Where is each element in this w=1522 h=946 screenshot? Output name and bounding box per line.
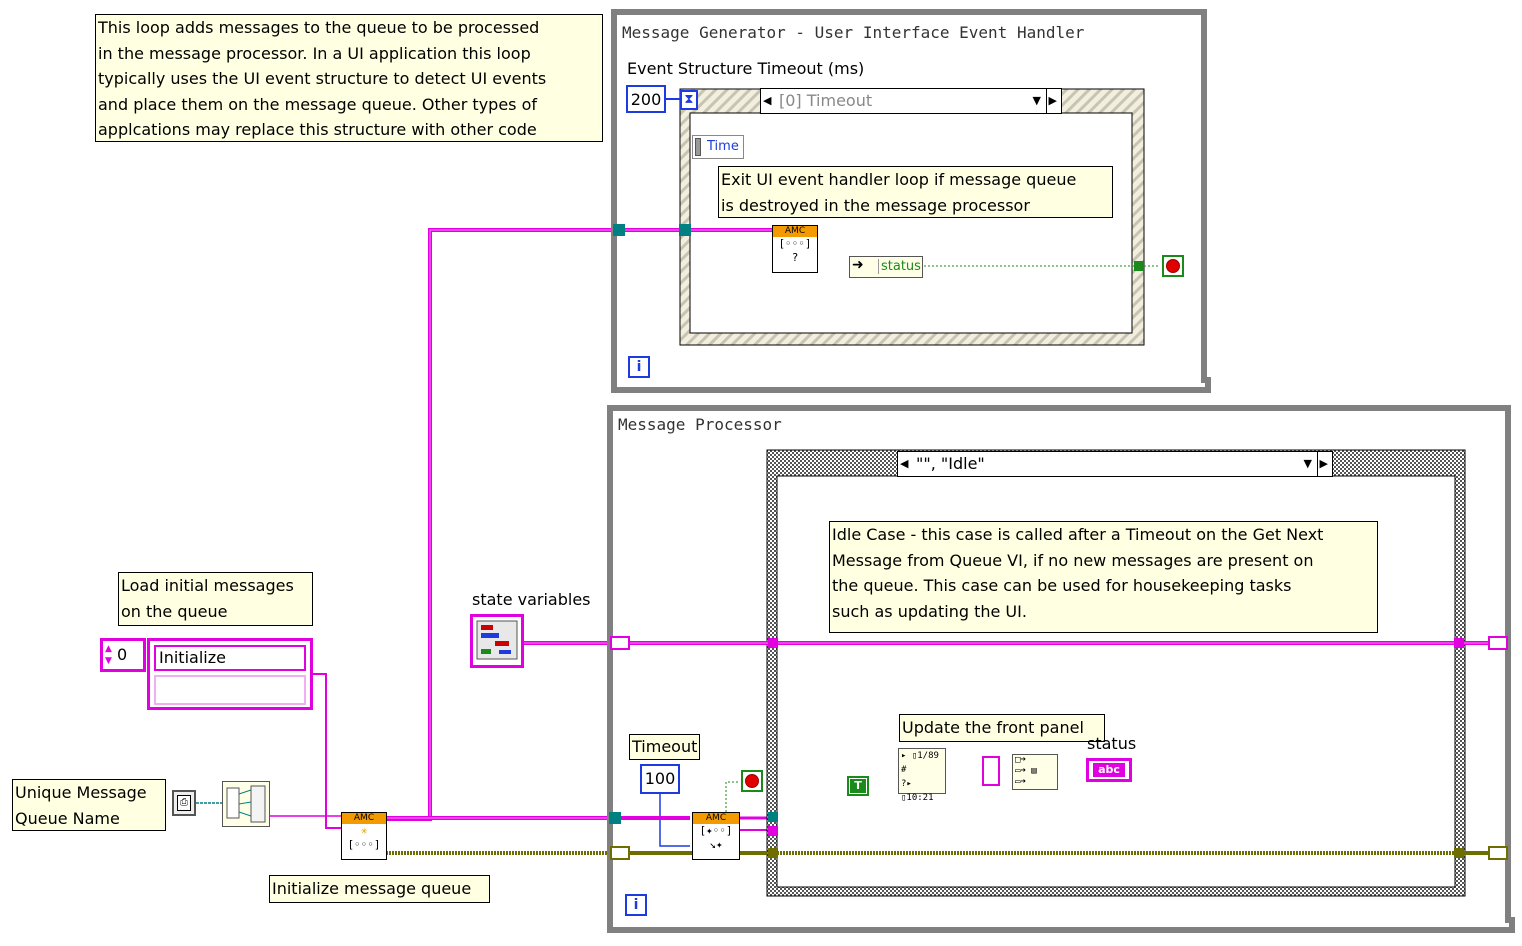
state-shift-register-right[interactable] <box>1488 636 1508 650</box>
case-selector[interactable]: ◀ "", "Idle" ▼ ▶ <box>897 451 1333 477</box>
time-node-label: Time <box>707 139 739 154</box>
generator-stop-terminal[interactable] <box>1162 255 1184 277</box>
concat-icon: □➜▭➜ ▤▭➜ <box>1015 755 1037 787</box>
decrement-arrow-icon[interactable]: ◀ <box>900 457 909 470</box>
processor-iteration-terminal: i <box>625 894 647 916</box>
init-queue-subvi[interactable]: AMC ✳[◦◦◦] <box>341 812 387 860</box>
initial-messages-array[interactable]: ▲▼ 0 Initialize <box>100 638 314 712</box>
vi-path-constant[interactable]: ⎙ <box>172 790 196 816</box>
hourglass-icon: ⧗ <box>680 90 698 110</box>
array-index-control[interactable]: ▲▼ 0 <box>100 638 146 672</box>
tunnel <box>768 812 778 822</box>
array-index-value: 0 <box>117 645 128 664</box>
unbundle-arrow-icon: ➜ <box>852 257 864 273</box>
event-timeout-label: Event Structure Timeout (ms) <box>627 59 865 78</box>
state-variables-cluster-constant[interactable] <box>470 614 524 668</box>
array-element-frame: Initialize <box>147 638 313 710</box>
queue-status-icon: [◦◦◦]? <box>778 237 812 264</box>
status-indicator-label: status <box>1087 734 1137 753</box>
dropdown-arrow-icon[interactable]: ▼ <box>1303 457 1312 470</box>
timeout-wire <box>664 98 682 100</box>
init-queue-note: Initialize message queue <box>269 875 490 903</box>
subvi-header: AMC <box>773 226 817 237</box>
select-node[interactable] <box>982 756 1000 786</box>
time-field-icon: ?▸ ▯10:21 <box>901 779 934 803</box>
event-case-label: [0] Timeout <box>779 91 873 110</box>
state-variables-label: state variables <box>472 590 591 609</box>
case-selector-label: "", "Idle" <box>916 454 985 473</box>
time-event-node[interactable]: Time <box>692 135 744 159</box>
true-constant-label: T <box>850 779 866 793</box>
queue-status-subvi[interactable]: AMC [◦◦◦]? <box>772 225 818 273</box>
tunnel <box>679 224 691 236</box>
init-queue-icon: ✳[◦◦◦] <box>347 824 381 851</box>
array-element-1[interactable] <box>154 675 306 705</box>
dropdown-arrow-icon[interactable]: ▼ <box>1032 94 1041 107</box>
tunnel <box>613 224 625 236</box>
number-field-icon: # <box>901 765 907 775</box>
increment-arrow-icon[interactable]: ▶ <box>1316 452 1328 476</box>
timestamp-format-node[interactable]: ▸ ▯1/89 # ?▸ ▯10:21 <box>898 748 946 803</box>
load-initial-messages-note: Load initial messages on the queue <box>118 572 313 626</box>
tunnel <box>1454 638 1464 648</box>
exit-description-note: Exit UI event handler loop if message qu… <box>718 166 1113 218</box>
tunnel <box>1454 848 1464 858</box>
error-shift-register-left[interactable] <box>610 846 630 860</box>
tunnel <box>1134 261 1144 271</box>
state-shift-register-left[interactable] <box>610 636 630 650</box>
tunnel <box>768 848 778 858</box>
subvi-header: AMC <box>342 813 386 824</box>
get-next-message-subvi[interactable]: AMC [✦◦◦]↘✦ <box>692 812 740 860</box>
subvi-header: AMC <box>693 813 739 824</box>
array-element-0[interactable]: Initialize <box>154 645 306 671</box>
unique-queue-name-note: Unique Message Queue Name <box>12 779 166 831</box>
generator-iteration-terminal: i <box>628 356 650 378</box>
generator-description-note: This loop adds messages to the queue to … <box>95 14 603 142</box>
dequeue-icon: [✦◦◦]↘✦ <box>699 824 733 851</box>
processor-loop-title: Message Processor <box>614 415 786 434</box>
generator-loop-title: Message Generator - User Interface Event… <box>618 23 1089 42</box>
vi-path-icon: ⎙ <box>177 795 191 811</box>
build-string-node[interactable]: □➜▭➜ ▤▭➜ <box>1012 754 1058 790</box>
tunnel <box>768 826 778 836</box>
tunnel <box>768 638 778 648</box>
cluster-icon <box>476 620 518 660</box>
idle-description-note: Idle Case - this case is called after a … <box>829 521 1378 633</box>
increment-arrow-icon[interactable]: ▶ <box>1045 89 1057 113</box>
index-stepper-icon[interactable]: ▲▼ <box>105 644 112 666</box>
processor-while-loop <box>607 405 1515 933</box>
tunnel <box>609 812 621 824</box>
date-field-icon: ▸ ▯1/89 <box>901 751 939 761</box>
time-node-bar <box>695 138 701 156</box>
processor-timeout-constant[interactable]: 100 <box>640 764 680 794</box>
event-timeout-constant[interactable]: 200 <box>626 85 666 113</box>
update-front-panel-note: Update the front panel <box>899 714 1105 742</box>
generator-while-loop <box>611 9 1211 393</box>
format-node-icon <box>226 785 266 823</box>
decrement-arrow-icon[interactable]: ◀ <box>763 94 772 107</box>
event-case-selector[interactable]: ◀ [0] Timeout ▼ ▶ <box>760 88 1062 114</box>
unbundle-status-label: status <box>878 259 921 274</box>
processor-stop-terminal[interactable] <box>741 770 763 792</box>
true-constant[interactable]: T <box>847 776 869 796</box>
processor-timeout-label: Timeout <box>629 734 701 760</box>
error-shift-register-right[interactable] <box>1488 846 1508 860</box>
name-format-node[interactable] <box>222 781 270 827</box>
string-indicator-label: abc <box>1093 763 1125 777</box>
unbundle-status-node[interactable]: ➜ status <box>849 256 923 278</box>
status-string-indicator[interactable]: abc <box>1086 758 1132 782</box>
